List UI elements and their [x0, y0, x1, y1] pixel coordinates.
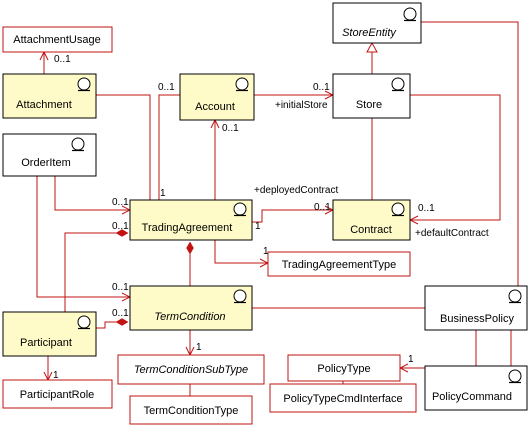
multiplicity-label: 0..1	[54, 54, 71, 65]
node-account[interactable]: Account	[179, 73, 255, 121]
multiplicity-label: 1	[53, 370, 59, 381]
node-label-attachment-usage: AttachmentUsage	[13, 34, 100, 46]
multiplicity-label: 0..1	[112, 197, 129, 208]
multiplicity-label: 0..1	[158, 82, 175, 93]
role-label: +defaultContract	[415, 228, 489, 239]
multiplicity-label: 1	[255, 221, 261, 232]
node-label-term-condition-sub-type: TermConditionSubType	[134, 364, 248, 376]
node-order-item[interactable]: OrderItem	[2, 133, 97, 177]
edge-labels: 0..1 0..1 0..1 +initialStore 0..1 1 +dep…	[53, 54, 489, 381]
edge-tradingagreement-account-left	[158, 94, 180, 200]
multiplicity-label: 0..1	[112, 308, 129, 319]
multiplicity-label: 0..1	[313, 82, 330, 93]
edge-orderitem-termcondition	[36, 176, 130, 297]
node-term-condition[interactable]: TermCondition	[129, 285, 253, 331]
multiplicity-label: 0..1	[112, 221, 129, 232]
edge-businesspolicy-storeentity	[408, 18, 519, 286]
node-label-store-entity: StoreEntity	[342, 27, 397, 39]
entity-icon	[233, 289, 247, 304]
entity-icon	[71, 137, 85, 152]
entity-icon	[235, 77, 249, 92]
node-label-trading-agreement-type: TradingAgreementType	[282, 259, 397, 271]
edge-attachment-tradingagreement	[96, 94, 151, 200]
node-policy-command[interactable]: PolicyCommand	[424, 365, 528, 411]
multiplicity-label: 1	[263, 246, 269, 257]
edge-store-contract-default	[410, 94, 501, 220]
node-label-attachment: Attachment	[16, 99, 72, 111]
node-label-policy-type-cmd-interface: PolicyTypeCmdInterface	[283, 393, 402, 405]
node-contract[interactable]: Contract	[332, 199, 411, 241]
role-label: +deployedContract	[254, 185, 338, 196]
node-label-trading-agreement: TradingAgreement	[142, 222, 233, 234]
entity-icon	[508, 369, 522, 384]
node-label-store: Store	[356, 99, 382, 111]
multiplicity-label: 1	[160, 188, 166, 199]
node-label-participant: Participant	[20, 337, 72, 349]
node-policy-type[interactable]: PolicyType	[287, 354, 401, 382]
node-store[interactable]: Store	[332, 73, 411, 119]
node-label-term-condition: TermCondition	[154, 311, 225, 323]
edge-tradingagreement-contract	[252, 210, 333, 223]
entity-icon	[77, 315, 91, 330]
node-label-term-condition-type: TermConditionType	[144, 405, 239, 417]
multiplicity-label: 1	[408, 354, 414, 365]
node-attachment-usage[interactable]: AttachmentUsage	[2, 26, 113, 53]
node-policy-type-cmd-interface[interactable]: PolicyTypeCmdInterface	[269, 383, 417, 413]
multiplicity-label: 1	[196, 342, 202, 353]
edge-orderitem-tradingagreement	[54, 176, 130, 210]
node-label-contract: Contract	[350, 224, 392, 236]
edge-participant-termcondition	[96, 318, 129, 329]
node-trading-agreement-type[interactable]: TradingAgreementType	[267, 251, 411, 277]
multiplicity-label: 0..1	[418, 203, 435, 214]
nodes: AttachmentUsage StoreEntity Attachment A…	[2, 2, 528, 425]
multiplicity-label: 0..1	[314, 202, 331, 213]
role-label: +initialStore	[275, 100, 328, 111]
entity-icon	[77, 77, 91, 92]
node-term-condition-sub-type[interactable]: TermConditionSubType	[117, 354, 265, 385]
entity-icon	[508, 289, 522, 304]
node-trading-agreement[interactable]: TradingAgreement	[129, 199, 253, 241]
node-label-participant-role: ParticipantRole	[20, 389, 95, 401]
node-label-account: Account	[195, 101, 235, 113]
edges	[36, 18, 519, 396]
node-business-policy[interactable]: BusinessPolicy	[424, 285, 528, 331]
multiplicity-label: 0..1	[222, 123, 239, 134]
edge-tradingagreement-type	[214, 240, 268, 263]
entity-icon	[391, 77, 405, 92]
node-store-entity[interactable]: StoreEntity	[332, 2, 422, 44]
node-participant-role[interactable]: ParticipantRole	[2, 379, 113, 409]
node-attachment[interactable]: Attachment	[2, 73, 97, 119]
edge-participant-tradingagreement	[64, 229, 129, 312]
entity-icon	[233, 202, 247, 217]
multiplicity-label: 0..1	[112, 282, 129, 293]
entity-icon	[391, 202, 405, 217]
node-term-condition-type[interactable]: TermConditionType	[129, 395, 253, 425]
node-participant[interactable]: Participant	[2, 311, 97, 357]
node-label-policy-type: PolicyType	[317, 363, 370, 375]
entity-icon	[403, 7, 417, 22]
node-label-business-policy: BusinessPolicy	[440, 313, 514, 325]
node-label-policy-command: PolicyCommand	[432, 391, 512, 403]
node-label-order-item: OrderItem	[21, 157, 71, 169]
